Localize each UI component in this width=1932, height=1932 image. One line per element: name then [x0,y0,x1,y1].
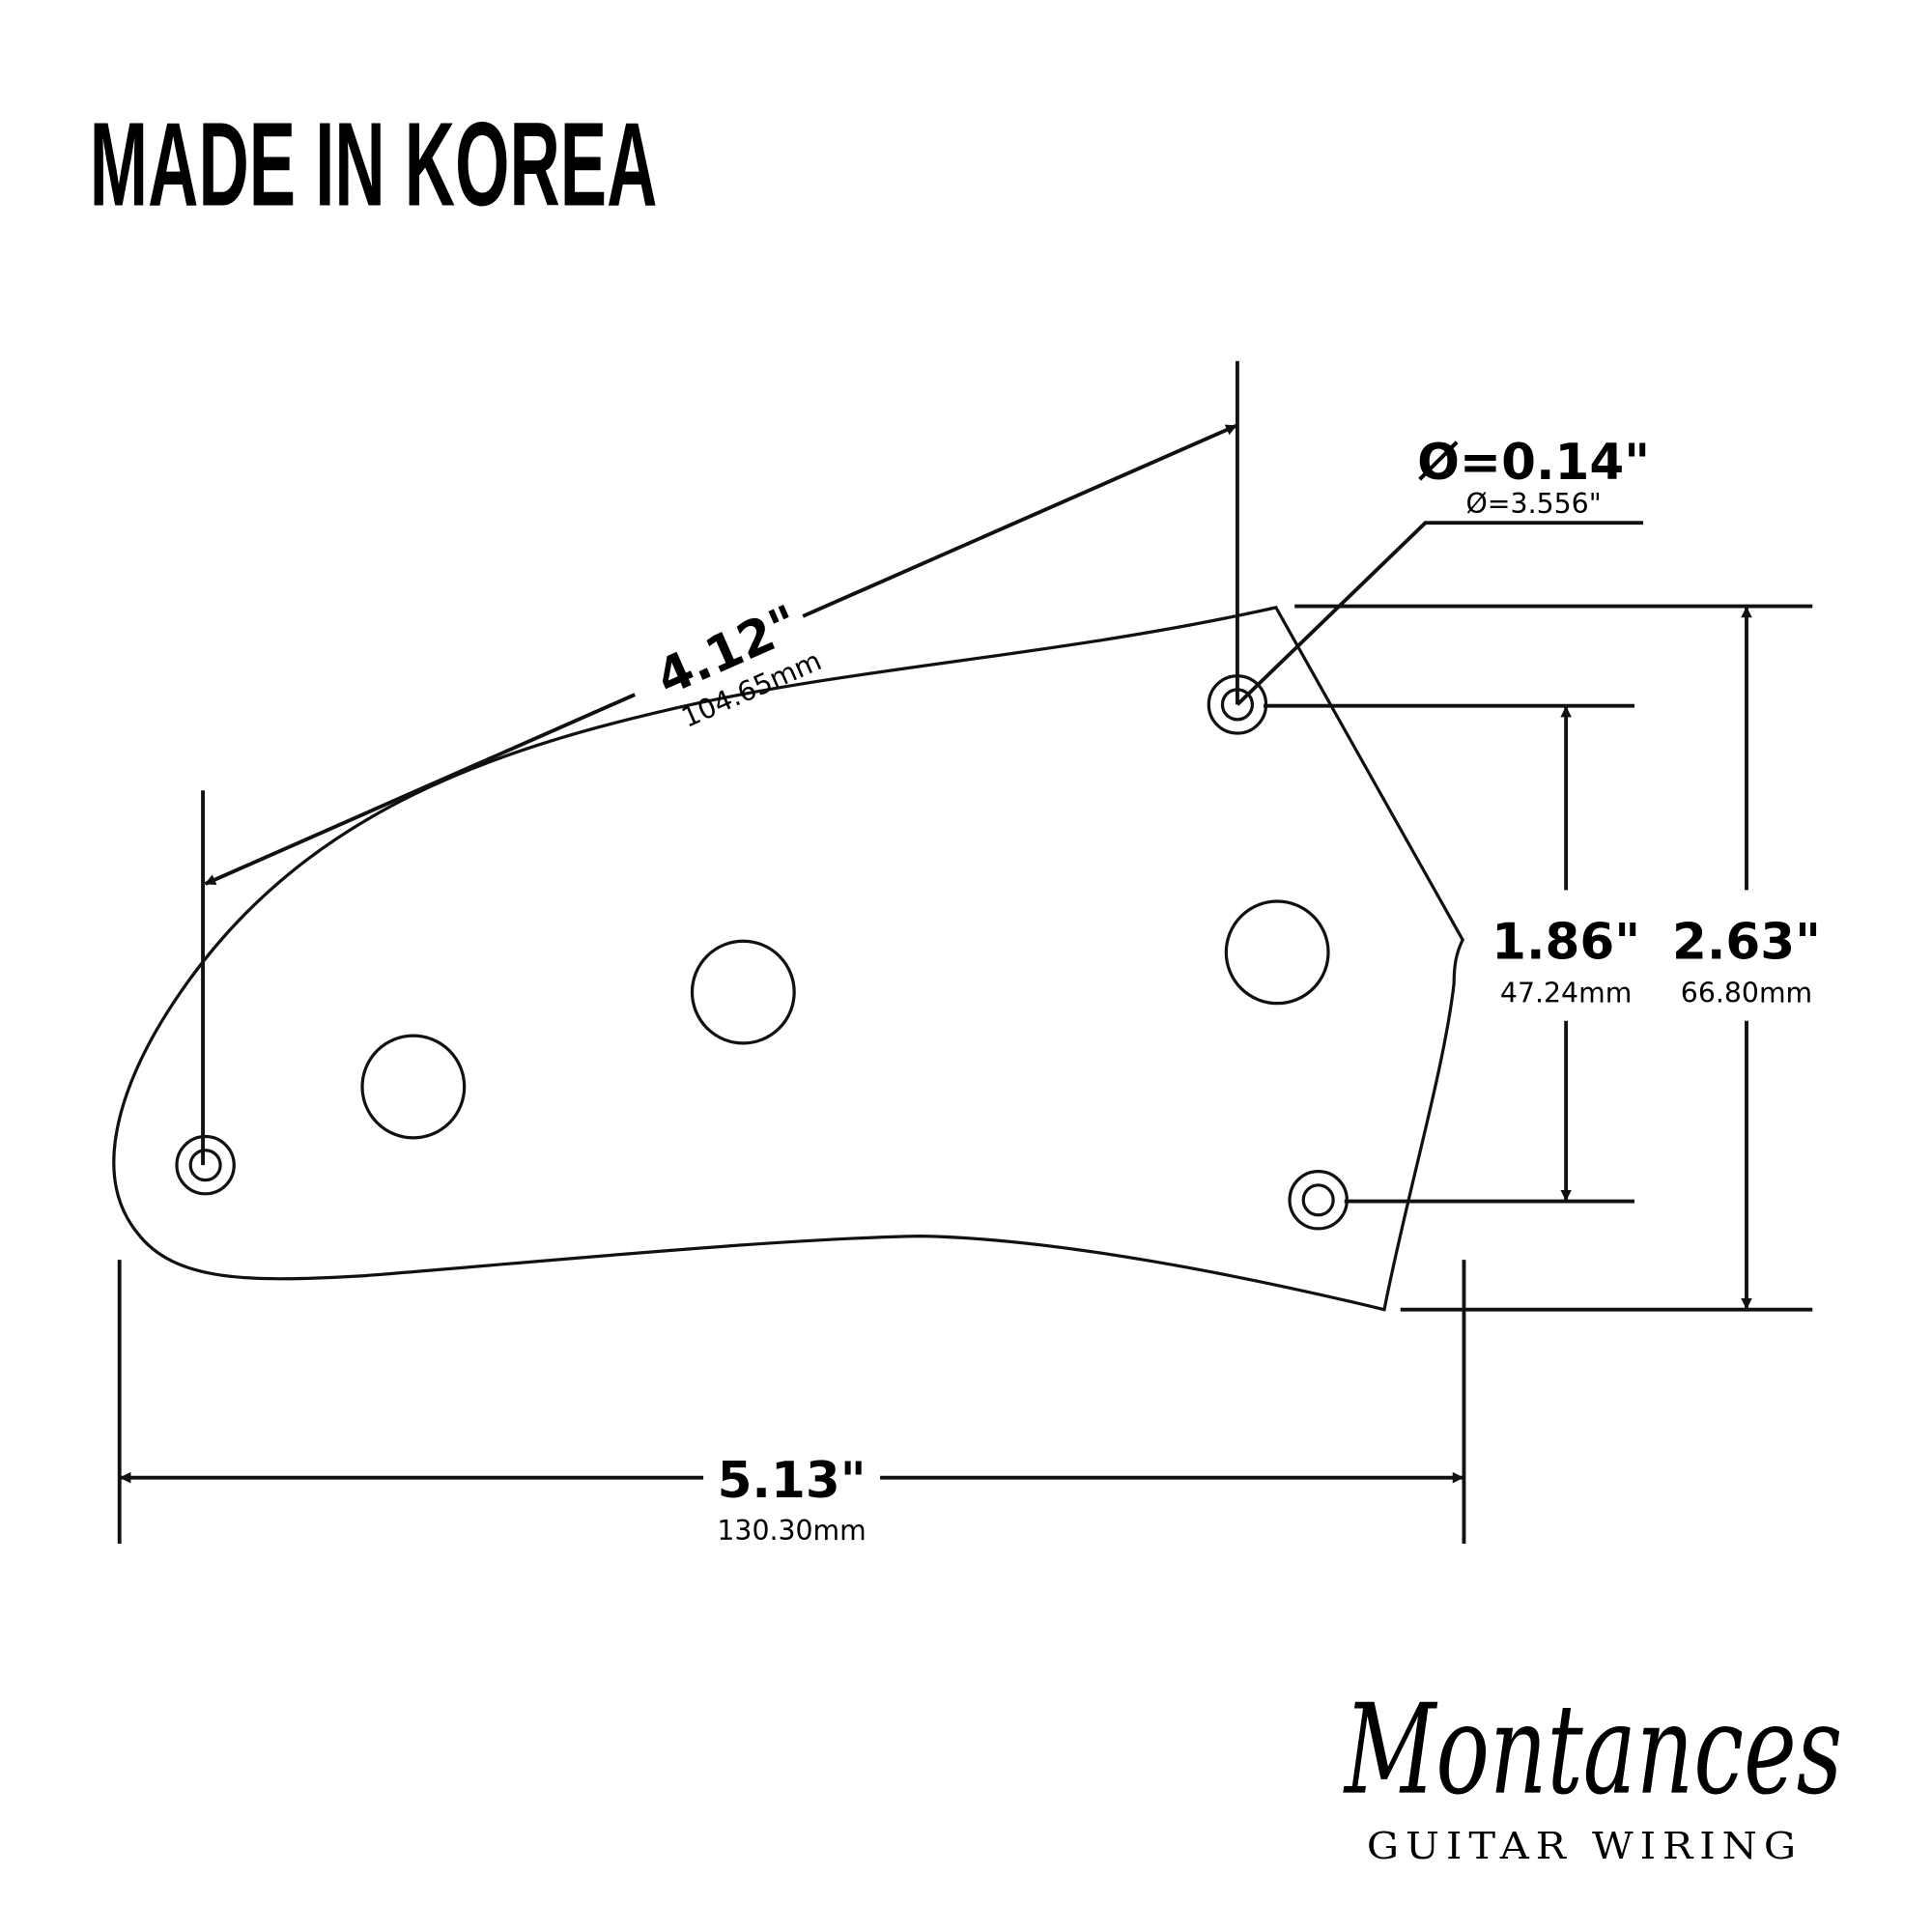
page-title: MADE IN KOREA [90,99,658,232]
inner-height-mm: 47.24mm [1500,977,1632,1009]
hole-diameter-inches: Ø=0.14" [1417,434,1650,492]
width-dimension: 5.13" 130.30mm [117,1260,1466,1547]
total-height-mm: 66.80mm [1681,977,1812,1009]
logo-script: Montances [1343,1678,1842,1823]
logo-subtitle: GUITAR WIRING [1367,1825,1803,1868]
width-mm: 130.30mm [717,1515,866,1547]
height-dimensions: 1.86" 47.24mm 2.63" 66.80mm [1263,604,1821,1312]
diagonal-dimension: 4.12" 104.65mm [201,360,1239,1166]
width-inches: 5.13" [718,1452,867,1510]
inner-height-inches: 1.86" [1492,913,1640,971]
brand-logo: Montances GUITAR WIRING [1343,1678,1842,1868]
screw-holes [175,674,1349,1231]
pot-holes [360,899,1330,1140]
hole-diameter-mm: Ø=3.556" [1466,488,1602,520]
plate-outline [112,606,1464,1312]
total-height-inches: 2.63" [1672,913,1821,971]
hole-diameter-callout: Ø=0.14" Ø=3.556" [1236,434,1650,706]
